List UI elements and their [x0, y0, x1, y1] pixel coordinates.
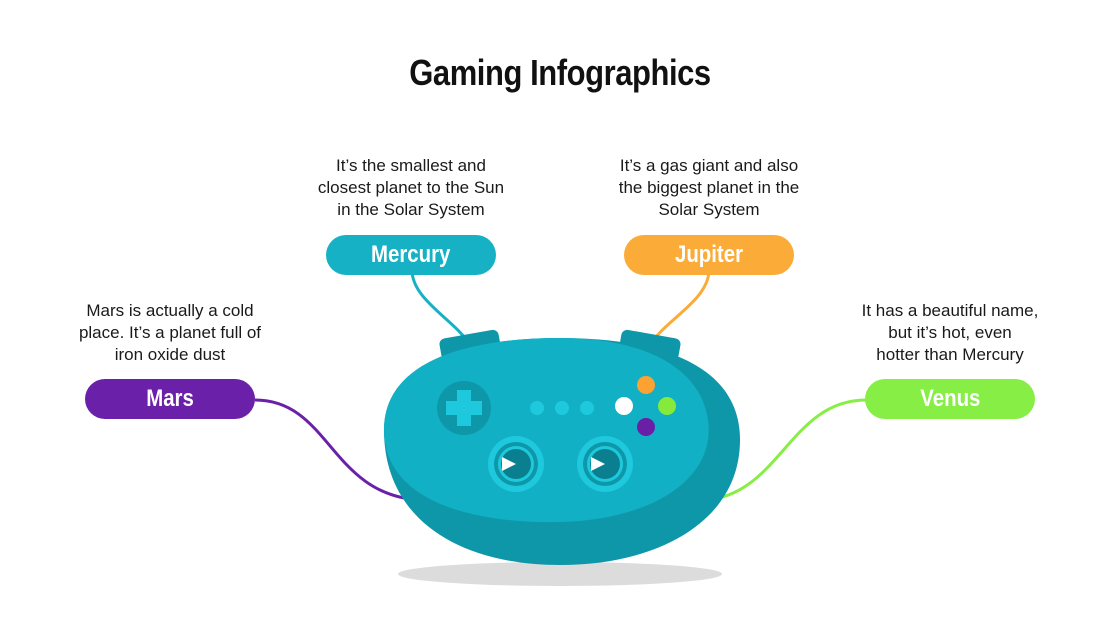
desc-line: Mars is actually a cold	[86, 301, 254, 320]
mercury-label-text: Mercury	[371, 241, 451, 268]
action-button-orange	[637, 376, 655, 394]
desc-line: It’s the smallest and	[336, 156, 486, 175]
action-button-white	[615, 397, 633, 415]
play-icon	[591, 457, 605, 471]
menu-dot-2	[555, 401, 569, 415]
controller-body	[384, 338, 709, 523]
jupiter-description: It’s a gas giant and also the biggest pl…	[594, 155, 824, 221]
jupiter-label: Jupiter	[624, 235, 794, 275]
controller-shadow	[398, 562, 722, 586]
venus-label: Venus	[865, 379, 1035, 419]
mercury-label: Mercury	[326, 235, 496, 275]
action-button-purple	[637, 418, 655, 436]
jupiter-connector	[648, 269, 711, 346]
dpad-icon	[446, 390, 482, 426]
desc-line: but it’s hot, even	[888, 323, 1012, 342]
play-icon	[502, 457, 516, 471]
desc-line: Solar System	[658, 200, 760, 219]
desc-line: It’s a gas giant and also	[619, 156, 799, 175]
left-thumbstick	[488, 436, 544, 492]
venus-label-text: Venus	[919, 385, 981, 412]
mars-description: Mars is actually a cold place. It’s a pl…	[55, 300, 285, 366]
mars-label-text: Mars	[146, 385, 194, 412]
desc-line: hotter than Mercury	[876, 345, 1024, 364]
mercury-connector	[410, 269, 472, 346]
venus-connector	[704, 398, 867, 502]
desc-line: closest planet to the Sun	[317, 178, 505, 197]
mars-label: Mars	[85, 379, 255, 419]
desc-line: the biggest planet in the	[618, 178, 800, 197]
right-thumbstick	[577, 436, 633, 492]
desc-line: place. It’s a planet full of	[78, 323, 262, 342]
desc-line: in the Solar System	[337, 200, 485, 219]
menu-dot-1	[530, 401, 544, 415]
menu-dot-3	[580, 401, 594, 415]
page-title: Gaming Infographics	[409, 52, 711, 93]
desc-line: iron oxide dust	[114, 345, 226, 364]
mars-connector	[254, 398, 421, 502]
desc-line: It has a beautiful name,	[861, 301, 1039, 320]
venus-description: It has a beautiful name, but it’s hot, e…	[835, 300, 1065, 366]
jupiter-label-text: Jupiter	[674, 241, 743, 268]
mercury-description: It’s the smallest and closest planet to …	[296, 155, 526, 221]
action-button-green	[658, 397, 676, 415]
